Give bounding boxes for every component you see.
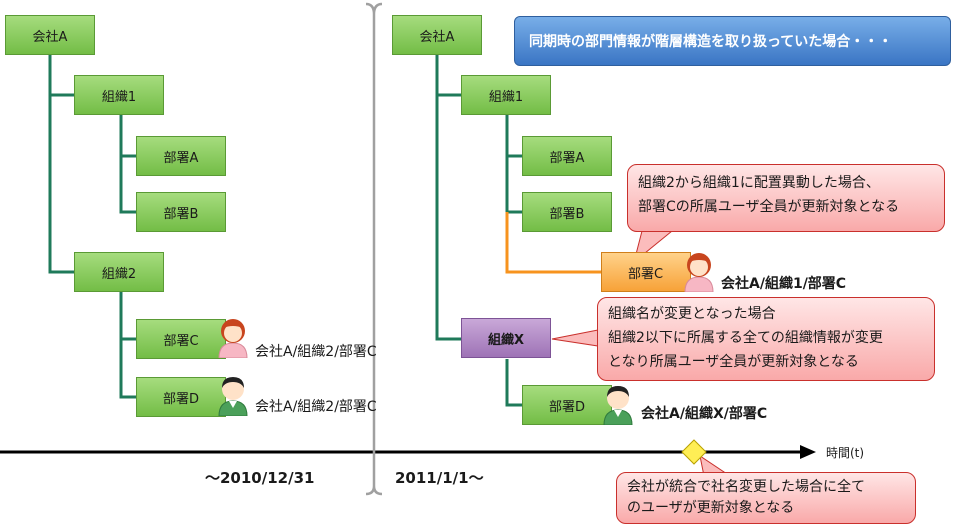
- left-company-node: 会社A: [5, 15, 95, 55]
- right-deptA-node: 部署A: [522, 136, 612, 176]
- merge-callout: 会社が統合で社名変更した場合に全て のユーザが更新対象となる: [616, 472, 916, 524]
- rename-callout-line-1: 組織名が変更となった場合: [608, 306, 776, 322]
- move-callout-line-1: 組織2から組織1に配置異動した場合、: [638, 175, 880, 191]
- move-callout: 組織2から組織1に配置異動した場合、 部署Cの所属ユーザ全員が更新対象となる: [627, 164, 945, 232]
- left-deptB-node: 部署B: [136, 192, 226, 232]
- right-deptB-node: 部署B: [522, 192, 612, 232]
- time-axis-label: 時間(t): [826, 446, 865, 460]
- left-date-label: ～2010/12/31: [205, 469, 315, 487]
- male-user-icon: [218, 377, 248, 416]
- right-deptD-path: 会社A/組織X/部署C: [641, 406, 768, 422]
- left-deptD-path: 会社A/組織2/部署C: [255, 399, 377, 415]
- merge-callout-line-2: のユーザが更新対象となる: [627, 500, 795, 516]
- left-deptC-node: 部署C: [136, 319, 226, 359]
- right-deptD-node: 部署D: [522, 385, 612, 425]
- left-deptC-path: 会社A/組織2/部署C: [255, 344, 377, 360]
- right-org1-node: 組織1: [461, 75, 551, 115]
- right-org1-trunk: [505, 115, 523, 214]
- right-company-node: 会社A: [392, 15, 482, 55]
- rename-callout: 組織名が変更となった場合 組織2以下に所属する全ての組織情報が変更 となり所属ユ…: [597, 297, 935, 381]
- brace-divider-icon: [365, 2, 383, 496]
- right-deptC-node: 部署C: [601, 252, 691, 292]
- left-org2-node: 組織2: [74, 252, 164, 292]
- rename-callout-line-2: 組織2以下に所属する全ての組織情報が変更: [608, 330, 883, 346]
- left-deptD-node: 部署D: [136, 377, 226, 417]
- diamond-marker-icon: [681, 439, 707, 465]
- moved-dept-line: [505, 212, 601, 274]
- left-deptA-node: 部署A: [136, 136, 226, 176]
- left-company-trunk: [48, 55, 76, 274]
- male-user-icon: [603, 386, 633, 425]
- right-orgX-node: 組織X: [461, 318, 551, 358]
- time-axis-arrowhead: [800, 445, 816, 459]
- rename-callout-line-3: となり所属ユーザ全員が更新対象となる: [608, 354, 859, 370]
- merge-callout-line-1: 会社が統合で社名変更した場合に全て: [627, 479, 865, 495]
- left-org2-trunk: [119, 292, 137, 399]
- left-org1-node: 組織1: [74, 75, 164, 115]
- rename-callout-pointer: [551, 329, 599, 347]
- female-user-icon: [684, 253, 714, 292]
- left-org1-trunk: [119, 115, 137, 214]
- right-company-trunk: [435, 55, 461, 341]
- female-user-icon: [218, 319, 248, 358]
- move-callout-line-2: 部署Cの所属ユーザ全員が更新対象となる: [638, 199, 900, 215]
- right-deptC-path: 会社A/組織1/部署C: [721, 276, 847, 292]
- right-date-label: 2011/1/1～: [395, 469, 484, 487]
- diagram-title: 同期時の部門情報が階層構造を取り扱っていた場合・・・: [514, 16, 951, 66]
- right-orgX-trunk: [505, 359, 523, 407]
